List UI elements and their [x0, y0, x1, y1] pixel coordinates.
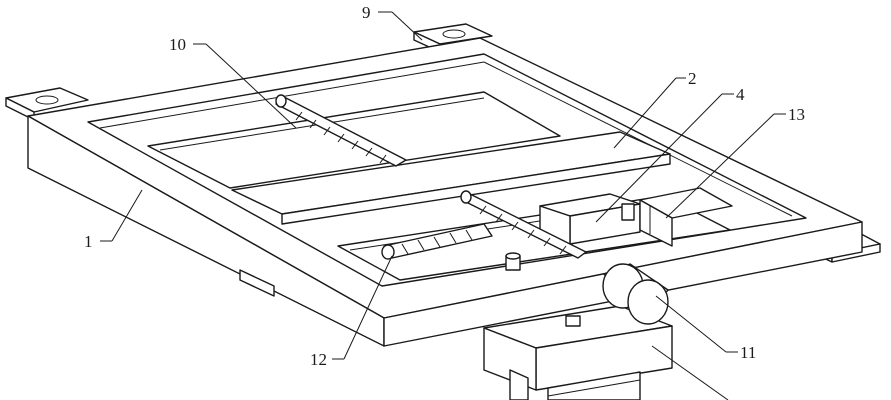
- underside-block: [239, 269, 275, 297]
- lead-screw-front: [381, 223, 493, 260]
- pin: [505, 252, 521, 271]
- label-11: 11: [740, 343, 756, 362]
- motor: [602, 263, 669, 325]
- lead-screw-middle: [460, 190, 587, 259]
- leader-lines: [100, 11, 786, 400]
- lower-housing: [483, 305, 673, 400]
- crossbeam: [231, 131, 671, 225]
- label-10: 10: [169, 35, 186, 54]
- label-12: 12: [310, 350, 327, 369]
- label-1: 1: [84, 232, 93, 251]
- lead-screw-rear: [275, 94, 407, 167]
- label-2: 2: [688, 69, 697, 88]
- mounting-tab-left: [5, 87, 89, 121]
- label-4: 4: [736, 85, 745, 104]
- label-13: 13: [788, 105, 805, 124]
- guide-bracket: [639, 187, 733, 247]
- label-9: 9: [362, 3, 371, 22]
